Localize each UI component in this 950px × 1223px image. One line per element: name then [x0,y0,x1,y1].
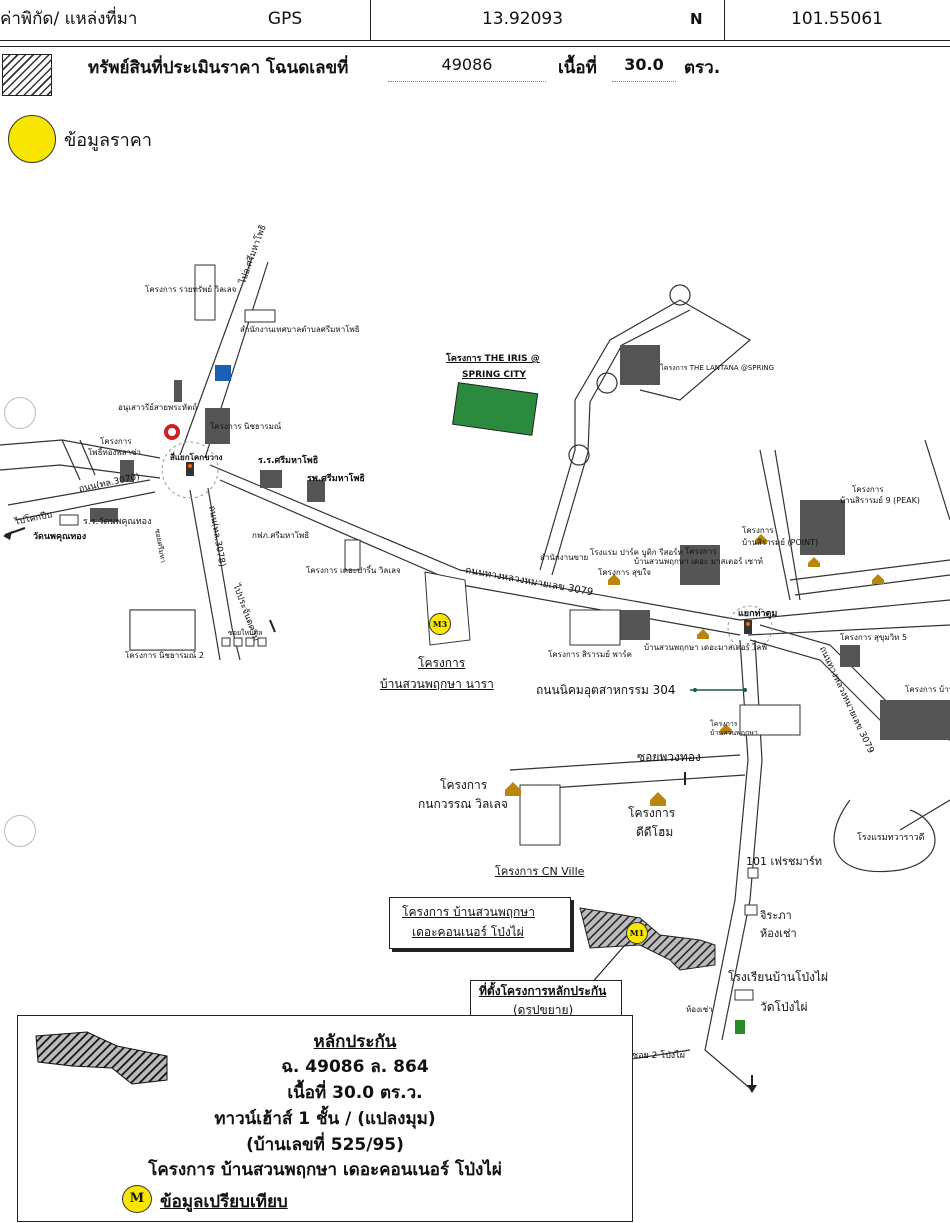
map-label: โครงการ [710,720,738,728]
map-label: โครงการ [742,526,774,535]
map-label: โรงเรียนบ้านโป่งไผ่ [728,970,829,984]
map-label: โครงการ THE IRIS @ [446,354,540,364]
map-label: โครงการ CN Ville [495,865,585,878]
project-callout: โครงการ บ้านสวนพฤกษา เดอะคอนเนอร์ โป่งไผ… [389,897,571,949]
collateral-swatch-icon [35,1031,168,1085]
map-label: ห้องเช่า [760,927,797,940]
map-label: โพธิ์ทองพลาซ่า [88,448,142,457]
subject-hatch-swatch [2,54,52,96]
longitude-value: 101.55061 [791,9,883,29]
map-label: ร.ร.ศรีมหาโพธิ [258,456,319,466]
price-marker-icon [8,115,56,163]
map-label: ซอยใหม่ศิล [228,629,263,637]
divider [612,80,676,82]
coord-source-label: ค่าพิกัด/ แหล่งที่มา [0,9,138,29]
map-label: บ้านสวนพฤกษา [710,729,758,737]
collateral-legend: หลักประกัน ฉ. 49086 ล. 864 เนื้อที่ 30.0… [17,1015,633,1222]
punch-hole-icon [4,397,36,429]
legend-type: ทาวน์เฮ้าส์ 1 ชั้น / (แปลงมุม) [214,1109,436,1129]
map-label: โครงการ นิชธารมณ์ [210,422,282,431]
callout-line: (ดูรูปขยาย) [513,1003,574,1017]
map-label: โครงการ [100,437,132,446]
map-label: บ้านสวนพฤกษา เดอะมาสเตอร์ ไลฟ์ [644,643,767,652]
map-label: โครงการ นิชธารมณ์ 2 [125,651,204,660]
area-unit: ตรว. [684,58,721,78]
divider [724,0,725,40]
map-label: โครงการ [685,547,717,556]
comparison-marker-m1: M1 [626,922,648,944]
area-value: 30.0 [624,55,664,74]
map-label: โครงการ บ้าน [905,685,950,694]
map-label: โครงการ รวยทรัพย์ วิลเลจ [145,285,237,294]
map-label: สำนักงานเทศบาลตำบลศรีมหาโพธิ [240,325,360,334]
map-label: สำนักงานขาย [540,553,589,562]
map-label: กฟภ.ศรีมหาโพธิ [252,531,310,540]
comparison-marker-m3: M3 [429,613,451,635]
north-indicator: N [690,10,703,28]
legend-comparison-label: ข้อมูลเปรียบเทียบ [160,1192,288,1212]
map-label: วัดนพคุณทอง [33,532,87,542]
map-label: แยกท่าตูม [738,609,778,619]
latitude-value: 13.92093 [481,9,564,29]
map-label: บ้านสวนพฤกษา นารา [380,677,494,691]
map-label: ดีดีโฮม [636,825,674,839]
map-label: บ้านสิรารมย์ 9 (PEAK) [840,496,920,505]
map-road-label: ถนนนิคมอุตสาหกรรม 304 [536,683,676,697]
map-label: โครงการ [628,806,676,820]
map-label: ห้องเช่า [686,1005,713,1014]
map-label: วัดโป่งไผ่ [760,1000,808,1014]
legend-project: โครงการ บ้านสวนพฤกษา เดอะคอนเนอร์ โป่งไผ… [148,1160,502,1180]
legend-deed: ฉ. 49086 ล. 864 [281,1057,429,1077]
map-label: โครงการ สุขใจ [598,568,651,577]
legend-house-no: (บ้านเลขที่ 525/95) [246,1135,404,1155]
map-label: 101 เฟรชมาร์ท [746,855,823,868]
map-label: จิระภา [760,909,792,922]
map-label: กนกวรรณ วิลเลจ [418,797,508,811]
map-label: บ้านสิรารมย์ (POINT) [742,538,819,547]
map-label: โรงแรม ปาร์ค บูติก รีสอร์ท [590,548,683,557]
comparison-badge-icon: M [122,1185,152,1213]
divider [388,80,546,82]
map-label: SPRING CITY [462,370,527,380]
area-label: เนื้อที่ [558,58,597,78]
map-label: รพ.ศรีมหาโพธิ [307,474,365,484]
map-label: โครงการ สุขุมวิท 5 [840,633,908,642]
price-legend-label: ข้อมูลราคา [64,130,152,151]
subject-label: ทรัพย์สินที่ประเมินราคา โฉนดเลขที่ [88,58,349,78]
map-road-label: ซอย 2 โป่งไผ่ [632,1051,685,1061]
punch-hole-icon [4,815,36,847]
map-label: โรงแรมทวาราวดี [857,833,925,843]
deed-number: 49086 [441,55,493,74]
map-label: โครงการ [440,778,488,792]
map-label: บ้านสวนพฤกษา เดอะ มาสเตอร์ เซาท์ [634,557,763,566]
map-label: อนุเสาวรีย์สายพระหัตถ์ [118,403,198,412]
legend-title: หลักประกัน [313,1032,397,1052]
map-label: โครงการ [418,656,466,670]
callout-line: โครงการ บ้านสวนพฤกษา [402,905,535,919]
callout-line: ที่ตั้งโครงการหลักประกัน [479,984,607,998]
map-label: โครงการ เดอะปาริ์น วิลเลจ [306,566,401,575]
coord-source-value: GPS [267,9,303,29]
subject-row [0,46,950,99]
map-label: โครงการ [852,485,884,494]
header-coordinates: ค่าพิกัด/ แหล่งที่มา GPS 13.92093 N 101.… [0,0,950,41]
map-road-label: ซอยพวงทอง [637,750,701,764]
legend-area: เนื้อที่ 30.0 ตร.ว. [287,1083,423,1103]
divider [370,0,371,40]
map-label: โครงการ สิรารมย์ พาร์ค [548,650,632,659]
map-label: ร.ร.วัดนพคุณทอง [83,517,152,527]
callout-line: เดอะคอนเนอร์ โป่งไผ่ [412,925,524,939]
map-label: สี่แยกโคกขวาง [170,453,223,462]
map-label: โครงการ THE LANTANA @SPRING [660,364,775,372]
